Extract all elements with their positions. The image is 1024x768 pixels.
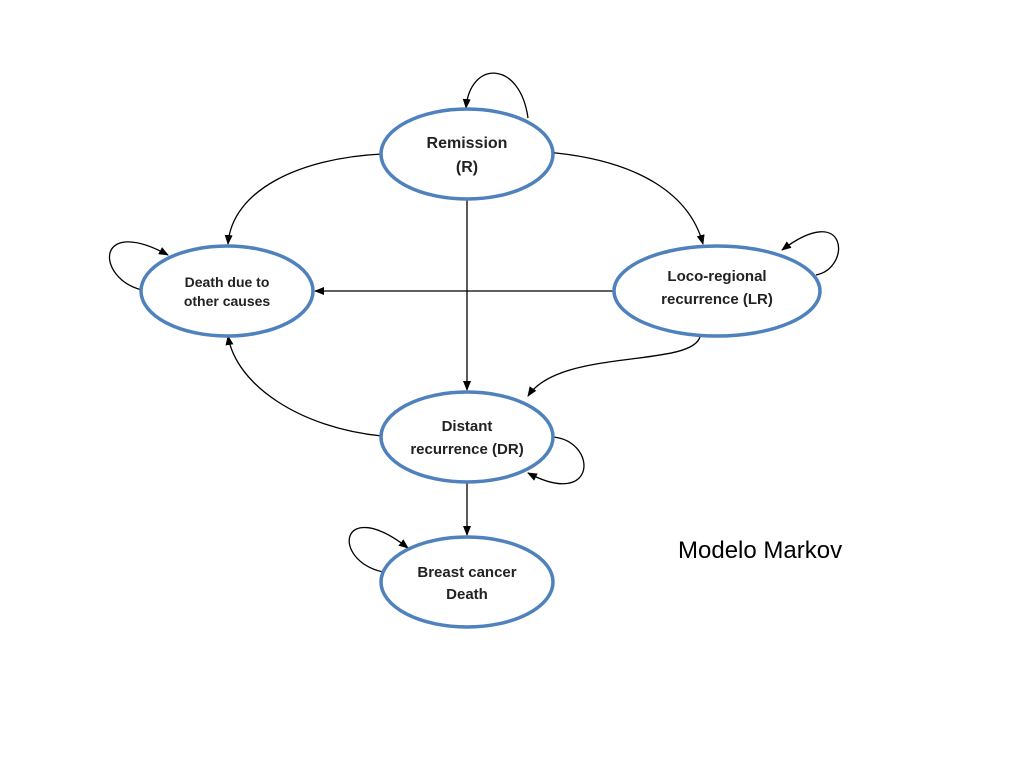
state-breast-cancer-death-label-line1: Breast cancer <box>417 564 516 581</box>
state-remission: Remission (R) <box>379 107 555 201</box>
self-loop-loco-regional <box>781 231 840 276</box>
edge-distant-recurrence-to-death-other-causes <box>225 335 383 437</box>
edge-remission-loco-regional <box>546 148 705 245</box>
state-distant-recurrence: Distant recurrence (DR) <box>379 390 555 484</box>
state-loco-regional-label-line2: recurrence (LR) <box>661 291 773 308</box>
state-breast-cancer-death: Breast cancer Death <box>379 535 555 629</box>
state-death-other-causes-label-line2: other causes <box>184 293 271 309</box>
self-loop-distant-recurrence <box>527 436 585 485</box>
diagram-caption: Modelo Markov <box>678 537 843 564</box>
state-loco-regional-recurrence: Loco-regional recurrence (LR) <box>612 244 822 338</box>
self-loop-remission <box>462 72 529 119</box>
state-remission-label-line2: (R) <box>456 159 478 176</box>
state-loco-regional-label-line1: Loco-regional <box>667 268 766 285</box>
self-loop-breast-cancer-death <box>348 526 409 573</box>
state-death-other-causes-label-line1: Death due to <box>185 274 270 290</box>
state-remission-label-line1: Remission <box>427 135 508 152</box>
self-loop-death-other-causes <box>108 241 169 291</box>
state-distant-recurrence-label-line2: recurrence (DR) <box>410 441 523 458</box>
edge-remission-to-death-other-causes <box>224 153 383 245</box>
state-distant-recurrence-label-line1: Distant <box>442 418 493 435</box>
state-death-other-causes: Death due to other causes <box>139 244 315 338</box>
edge-loco-regional-to-distant-recurrence <box>527 336 701 397</box>
state-breast-cancer-death-label-line2: Death <box>446 586 488 603</box>
